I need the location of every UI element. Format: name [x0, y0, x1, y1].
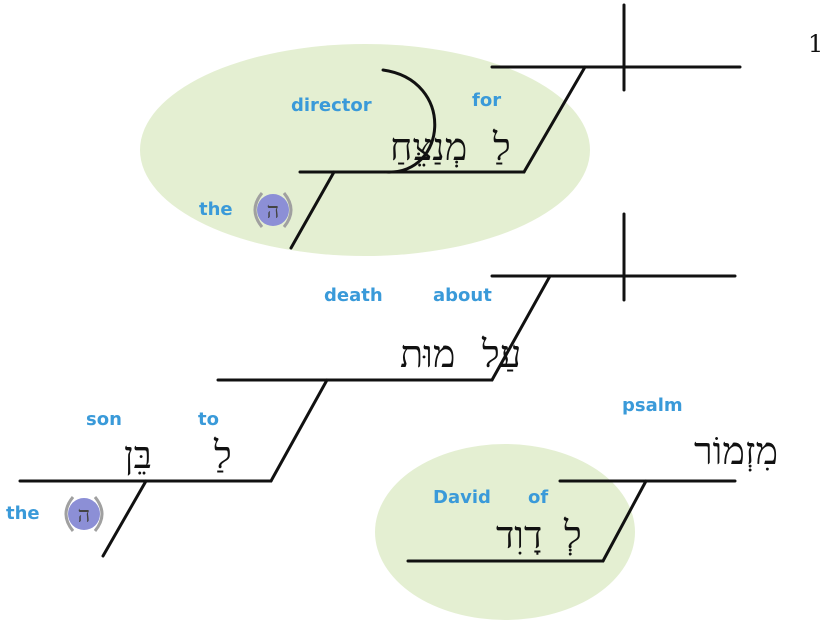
gloss-about: about	[433, 285, 492, 306]
gloss-for: for	[472, 90, 501, 111]
gloss-director: director	[291, 95, 372, 116]
hebrew-article-1: ה	[267, 199, 280, 224]
hebrew-david: דָוִד	[496, 513, 542, 557]
hebrew-son: בֵּן	[124, 433, 152, 477]
hebrew-death: מוּת	[400, 332, 455, 376]
diagonal-of	[601, 479, 648, 563]
hebrew-to: לַ	[213, 433, 232, 477]
article-circle-2	[68, 498, 100, 530]
verse-number: 1	[808, 30, 823, 58]
gloss-to: to	[198, 409, 219, 430]
phrase-for-the-director	[289, 3, 742, 250]
highlight-ellipse-bottom	[375, 444, 635, 620]
gloss-the-2: the	[6, 503, 40, 524]
article-circle-1	[257, 194, 289, 226]
phrase-about-death	[18, 212, 737, 558]
article-paren-left-1	[253, 192, 264, 228]
gloss-the-1: the	[199, 199, 233, 220]
hebrew-director: מְנַצֵּחַ	[390, 125, 467, 169]
hebrew-about: עַל	[481, 332, 521, 376]
gloss-of: of	[528, 487, 548, 508]
article-badge-1: ה	[253, 192, 293, 228]
diagonal-for	[522, 65, 587, 174]
modifier-line-the1	[289, 170, 336, 250]
phrase-psalm-of-david	[406, 479, 737, 563]
curved-connector	[381, 68, 437, 174]
diagonal-to	[269, 378, 329, 483]
modifier-line-the2	[101, 479, 148, 558]
gloss-david: David	[433, 487, 491, 508]
highlight-ellipse-top	[140, 44, 590, 256]
article-paren-left-2	[64, 496, 75, 532]
hebrew-article-2: ה	[78, 503, 91, 528]
article-paren-right-1	[282, 192, 293, 228]
diagonal-about	[490, 274, 552, 382]
article-badge-2: ה	[64, 496, 104, 532]
hebrew-for: לַ	[492, 125, 511, 169]
gloss-death: death	[324, 285, 383, 306]
article-paren-right-2	[93, 496, 104, 532]
gloss-psalm: psalm	[622, 395, 683, 416]
hebrew-psalm: מִזְמוֹר	[694, 429, 778, 473]
gloss-son: son	[86, 409, 122, 430]
hebrew-of: לְ	[563, 513, 582, 557]
